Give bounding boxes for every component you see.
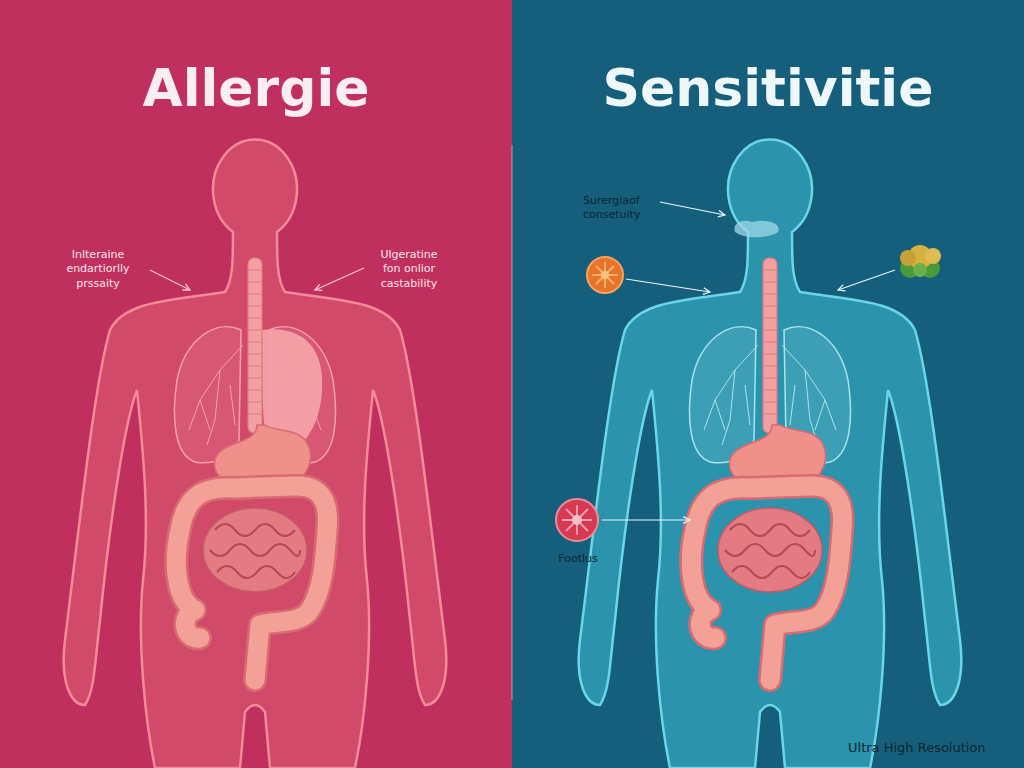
panel-heading: Allergie — [0, 58, 512, 118]
leader-line — [602, 519, 690, 520]
organs — [174, 258, 335, 680]
callout-label: Ulgeratine fon onlior castability — [370, 248, 448, 291]
leader-line — [150, 270, 190, 290]
panel-divider — [511, 145, 513, 700]
leader-line — [626, 279, 710, 292]
nasal-cavity — [734, 221, 778, 237]
body-silhouette — [579, 139, 962, 768]
orange-icon — [587, 257, 623, 293]
leader-line — [838, 270, 895, 290]
organs — [689, 258, 850, 680]
panel-heading: Sensitivitie — [512, 58, 1024, 118]
green-icon — [900, 245, 941, 278]
callout-label: Inlteraine endartiorlly prssaity — [50, 248, 146, 291]
callout-label: Footlus — [545, 552, 611, 566]
red-icon — [556, 499, 598, 541]
leader-line — [315, 268, 364, 290]
callout-label: Surergiaof consetuity — [583, 194, 657, 223]
body-silhouette — [64, 139, 447, 768]
leader-line — [660, 202, 725, 215]
callout-label: Ultra High Resolution — [848, 740, 1018, 757]
